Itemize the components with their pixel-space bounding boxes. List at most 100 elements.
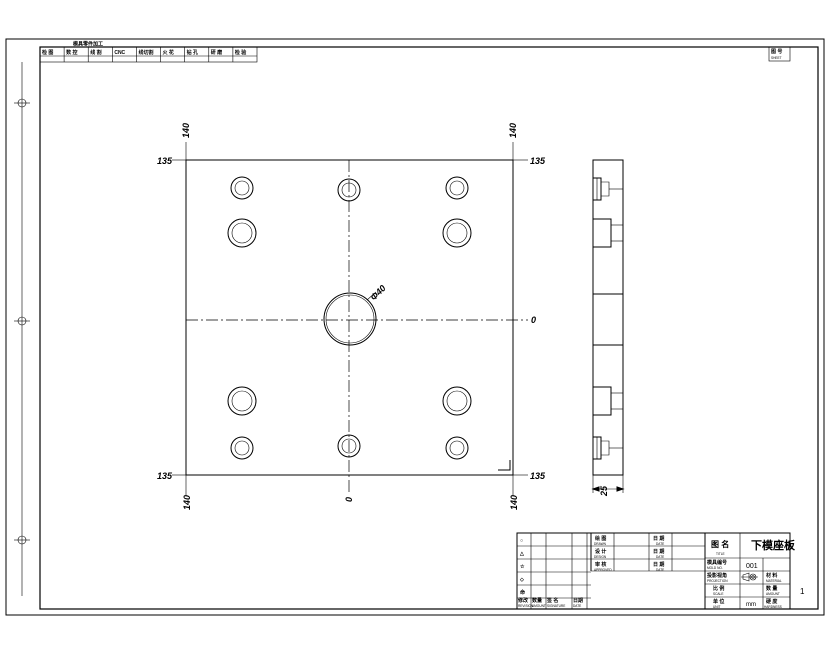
process-header: 检 图 bbox=[42, 49, 53, 56]
revision-symbol: △ bbox=[519, 551, 524, 557]
counterbore-hole bbox=[445, 176, 469, 200]
plate-outline bbox=[185, 159, 514, 476]
sheet-number-box: 图 号 SHEET bbox=[768, 46, 791, 62]
hole-diameter-label: Φ40 bbox=[368, 283, 387, 302]
dim-top-right: 140 bbox=[508, 123, 518, 138]
dim-bottom-left: 140 bbox=[182, 495, 192, 510]
svg-text:SHEET: SHEET bbox=[771, 56, 782, 60]
process-header: 研 磨 bbox=[211, 49, 222, 56]
svg-text:单 位: 单 位 bbox=[713, 598, 724, 605]
svg-text:日 期: 日 期 bbox=[653, 548, 664, 555]
svg-text:修改: 修改 bbox=[517, 597, 529, 604]
svg-text:AMOUNT: AMOUNT bbox=[766, 592, 780, 596]
guide-hole bbox=[442, 218, 472, 248]
svg-text:硬 度: 硬 度 bbox=[766, 598, 778, 605]
guide-hole bbox=[227, 218, 257, 248]
counterbore-hole bbox=[337, 178, 361, 202]
process-header: CNC bbox=[114, 50, 125, 56]
svg-text:数量: 数量 bbox=[532, 597, 542, 604]
center-hole bbox=[323, 292, 377, 346]
dim-top-left: 140 bbox=[181, 123, 191, 138]
revision-symbol: 命 bbox=[519, 589, 526, 596]
revision-symbol: ☆ bbox=[520, 564, 525, 570]
dim-center-right: 0 bbox=[531, 315, 536, 325]
dim-right-bottom: 135 bbox=[530, 471, 546, 481]
dim-left-top: 135 bbox=[157, 156, 173, 166]
counterbore-hole bbox=[337, 434, 361, 458]
svg-text:MOLD NO.: MOLD NO. bbox=[707, 566, 723, 570]
process-header: 线切割 bbox=[138, 49, 153, 56]
left-margin-marks bbox=[14, 62, 30, 596]
datum-corner-mark bbox=[498, 460, 511, 471]
svg-text:SIGNATURE: SIGNATURE bbox=[547, 604, 565, 608]
process-header: 检 验 bbox=[235, 49, 246, 56]
guide-hole bbox=[227, 386, 257, 416]
counterbore-hole bbox=[230, 176, 254, 200]
svg-text:投影视角: 投影视角 bbox=[707, 572, 727, 579]
unit-value: mm bbox=[746, 602, 756, 608]
plan-view: Φ40 bbox=[157, 123, 546, 510]
projection-label: 投影视角 PROJECTION bbox=[707, 572, 728, 583]
dim-bottom-right: 140 bbox=[509, 495, 519, 510]
svg-text:材 料: 材 料 bbox=[766, 572, 777, 579]
svg-text:DESIGN: DESIGN bbox=[594, 555, 607, 559]
revision-symbol: ○ bbox=[520, 538, 523, 544]
process-header: 钻 孔 bbox=[187, 49, 198, 56]
unit-label: 单 位 UNIT bbox=[713, 598, 724, 609]
guide-hole bbox=[442, 386, 472, 416]
svg-text:数 量: 数 量 bbox=[766, 585, 777, 592]
svg-text:日 期: 日 期 bbox=[653, 561, 664, 568]
mold-no-value: 001 bbox=[746, 563, 758, 570]
svg-text:DRAWN: DRAWN bbox=[594, 542, 607, 546]
counterbore-hole bbox=[230, 436, 254, 460]
mold-no-label: 模具编号 MOLD NO. bbox=[707, 559, 727, 570]
sheet-outer-border bbox=[5, 38, 825, 616]
svg-text:REVISION: REVISION bbox=[518, 604, 534, 608]
svg-text:DATE: DATE bbox=[656, 568, 664, 572]
svg-text:DATE: DATE bbox=[656, 542, 664, 546]
dim-center-bottom: 0 bbox=[344, 497, 354, 502]
side-outline bbox=[592, 159, 624, 476]
process-header: 线 割 bbox=[90, 49, 101, 56]
revision-symbol: ◇ bbox=[519, 577, 524, 583]
svg-text:SCALE: SCALE bbox=[713, 592, 723, 596]
svg-text:签 名: 签 名 bbox=[546, 597, 558, 604]
svg-text:日期: 日期 bbox=[573, 597, 583, 604]
title-label-cell: 图 名 TITLE bbox=[711, 539, 729, 556]
svg-text:AMOUNT: AMOUNT bbox=[532, 604, 546, 608]
side-view: 25 bbox=[591, 159, 625, 497]
svg-text:DATE: DATE bbox=[656, 555, 664, 559]
counterbore-hole bbox=[445, 436, 469, 460]
dim-left-bottom: 135 bbox=[157, 471, 173, 481]
dim-thickness: 25 bbox=[599, 485, 609, 497]
scale-label: 比 例 SCALE bbox=[713, 585, 724, 596]
process-header: 火 花 bbox=[163, 49, 174, 56]
drawing-title: 下模座板 bbox=[751, 538, 796, 552]
svg-text:设 计: 设 计 bbox=[595, 548, 606, 555]
amount-value: 1 bbox=[800, 587, 805, 596]
svg-text:PROJECTION: PROJECTION bbox=[707, 579, 728, 583]
process-table-caption: 模具零件加工 bbox=[73, 41, 103, 48]
svg-text:审 核: 审 核 bbox=[595, 561, 606, 568]
svg-text:MATERIAL: MATERIAL bbox=[766, 579, 782, 583]
hardness-label: 硬 度 HARDNESS bbox=[764, 598, 782, 609]
svg-text:图 号: 图 号 bbox=[771, 48, 782, 55]
material-label: 材 料 MATERIAL bbox=[766, 572, 782, 583]
projection-symbol-icon bbox=[741, 572, 758, 582]
svg-text:TITLE: TITLE bbox=[716, 552, 725, 556]
dim-right-top: 135 bbox=[530, 156, 546, 166]
svg-text:模具编号: 模具编号 bbox=[707, 559, 727, 566]
amount-label: 数 量 AMOUNT bbox=[766, 585, 780, 596]
svg-text:绘 图: 绘 图 bbox=[595, 535, 606, 542]
svg-text:日 期: 日 期 bbox=[653, 535, 664, 542]
